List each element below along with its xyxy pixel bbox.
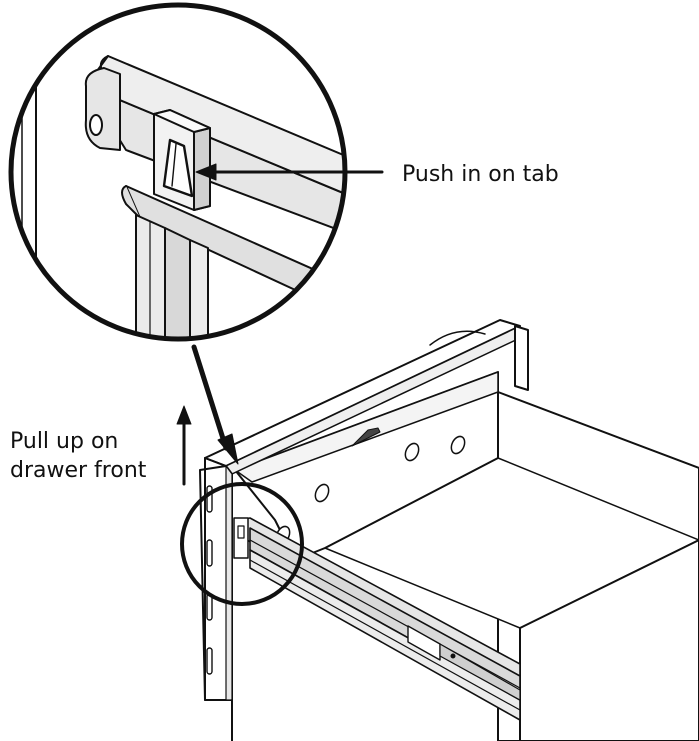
cabinet-frame — [199, 319, 529, 741]
push-tab-arrow — [195, 163, 384, 181]
drawer-box — [234, 371, 699, 741]
magnified-detail — [11, 5, 345, 339]
pull-up-arrow — [176, 405, 192, 486]
push-tab-label: Push in on tab — [402, 162, 559, 187]
leader-arrow — [191, 344, 239, 465]
detail-highlight-circle — [180, 482, 304, 606]
drawer-slide-rail — [233, 517, 521, 721]
pull-up-label-line2: drawer front — [10, 458, 147, 483]
pull-up-label-line1: Pull up on — [10, 429, 119, 454]
pull-up-label: Pull up on drawer front — [10, 427, 146, 485]
